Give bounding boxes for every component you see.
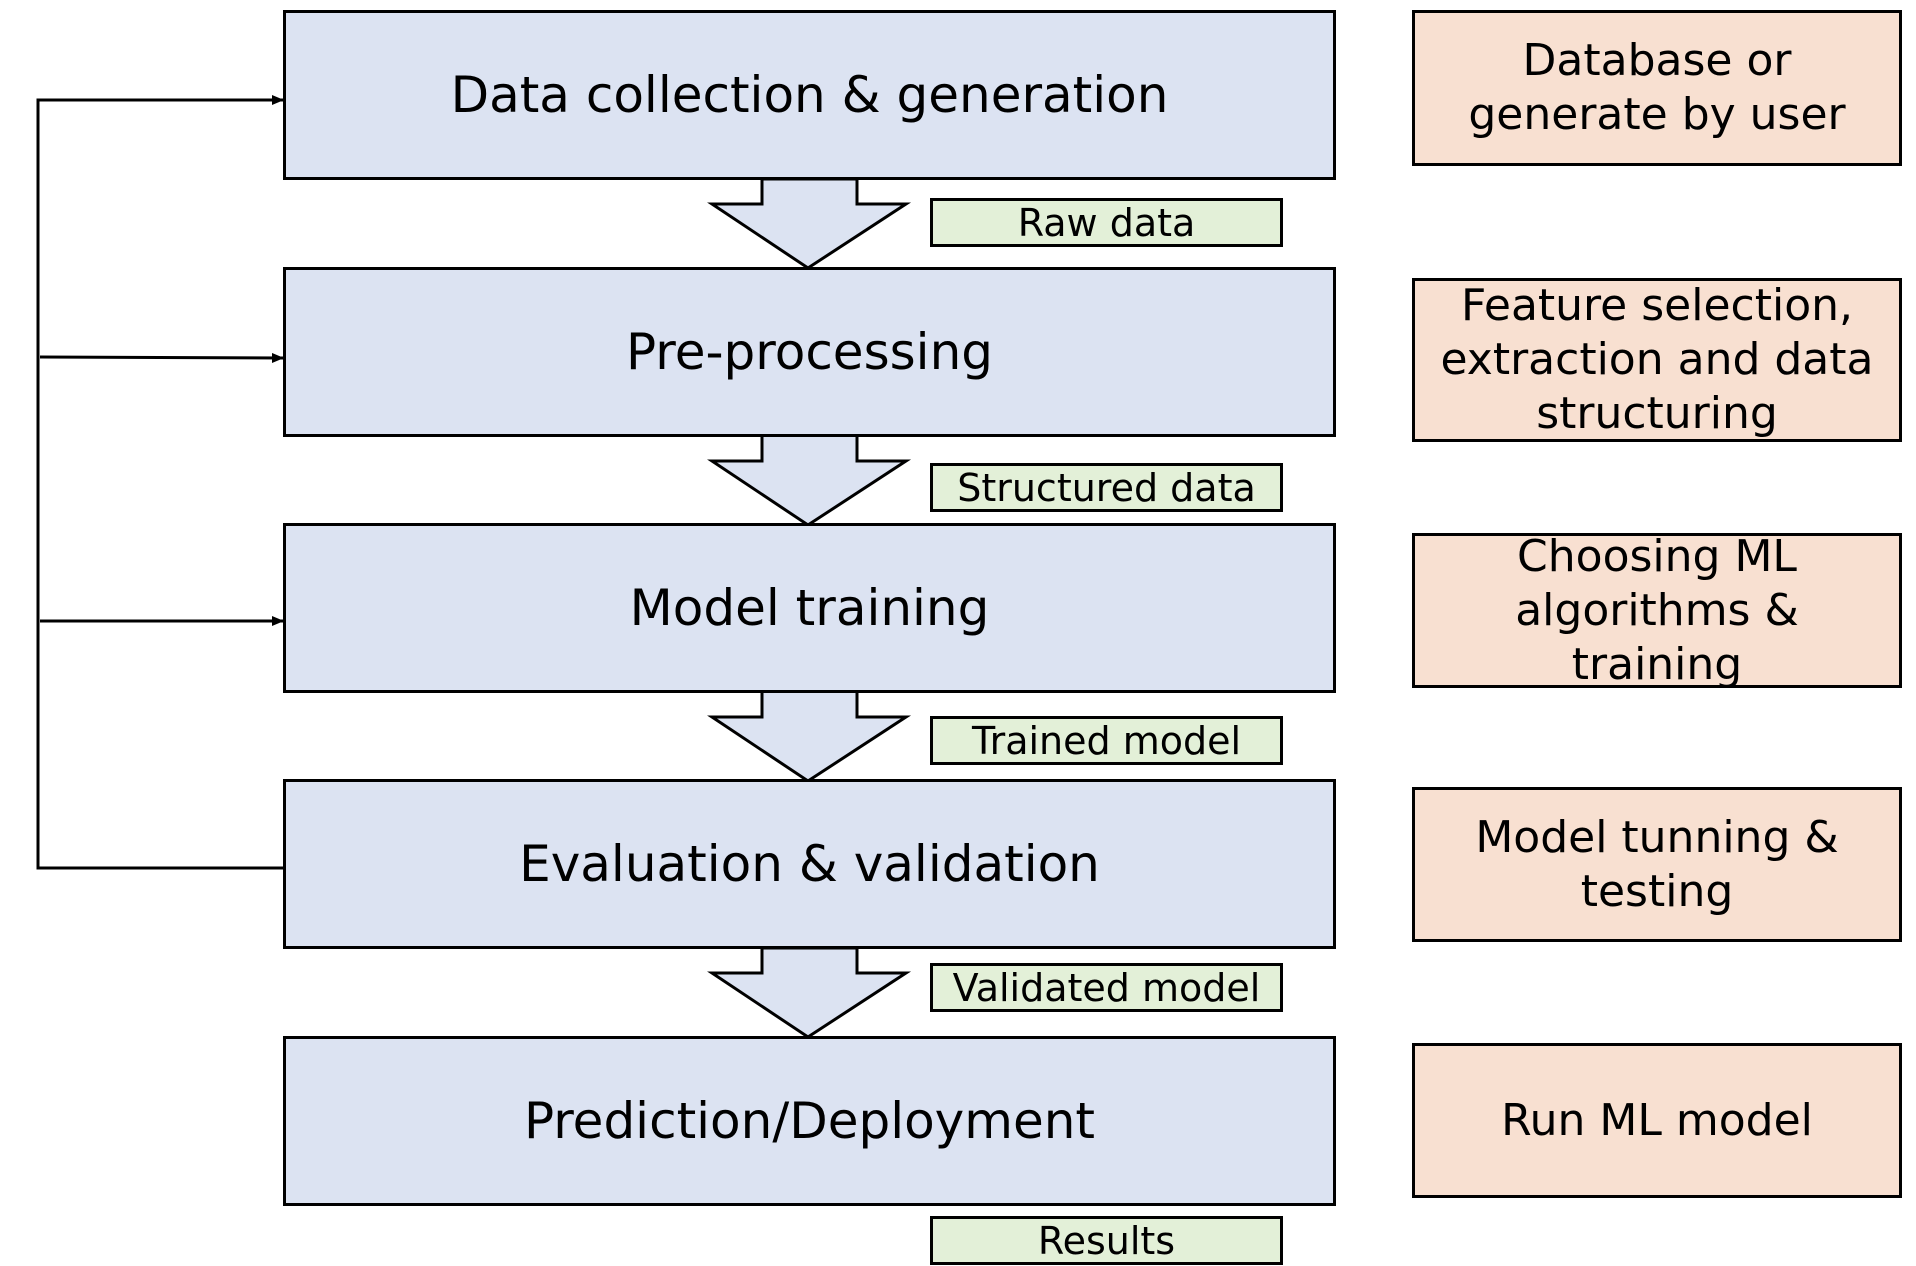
note-label: Run ML model: [1501, 1094, 1813, 1146]
output-label: Validated model: [952, 965, 1261, 1010]
step-label: Evaluation & validation: [519, 835, 1100, 893]
flow-arrow-1: [707, 177, 912, 270]
output-label: Structured data: [957, 465, 1256, 510]
note-label: Choosing ML algorithms & training: [1515, 530, 1799, 690]
note-run-model: Run ML model: [1412, 1043, 1902, 1198]
output-tag-validated-model: Validated model: [930, 963, 1283, 1012]
step-model-training: Model training: [283, 523, 1336, 693]
output-label: Trained model: [971, 718, 1242, 763]
note-label: Database or generate by user: [1468, 35, 1846, 140]
feedback-arrow-preprocessing: [39, 352, 284, 363]
note-label: Feature selection, extraction and data s…: [1440, 280, 1874, 439]
note-data-source: Database or generate by user: [1412, 10, 1902, 166]
output-label: Results: [1037, 1218, 1176, 1263]
note-model-tuning: Model tunning & testing: [1412, 787, 1902, 942]
output-tag-structured-data: Structured data: [930, 463, 1283, 512]
feedback-loop-line: [36, 95, 284, 870]
step-label: Data collection & generation: [450, 66, 1169, 124]
step-pre-processing: Pre-processing: [283, 267, 1336, 437]
step-prediction-deployment: Prediction/Deployment: [283, 1036, 1336, 1206]
output-tag-raw-data: Raw data: [930, 198, 1283, 247]
note-choosing-algorithms: Choosing ML algorithms & training: [1412, 531, 1902, 690]
flow-arrow-3: [707, 689, 912, 783]
step-evaluation-validation: Evaluation & validation: [283, 779, 1336, 949]
note-label: Model tunning & testing: [1475, 811, 1839, 917]
note-feature-selection: Feature selection, extraction and data s…: [1412, 278, 1902, 442]
flow-arrow-2: [707, 433, 912, 527]
output-tag-results: Results: [930, 1216, 1283, 1265]
output-label: Raw data: [1017, 200, 1196, 245]
flow-arrow-4: [707, 946, 912, 1039]
step-data-collection: Data collection & generation: [283, 10, 1336, 180]
step-label: Prediction/Deployment: [523, 1092, 1096, 1150]
step-label: Model training: [629, 579, 990, 637]
step-label: Pre-processing: [626, 323, 993, 381]
output-tag-trained-model: Trained model: [930, 716, 1283, 765]
